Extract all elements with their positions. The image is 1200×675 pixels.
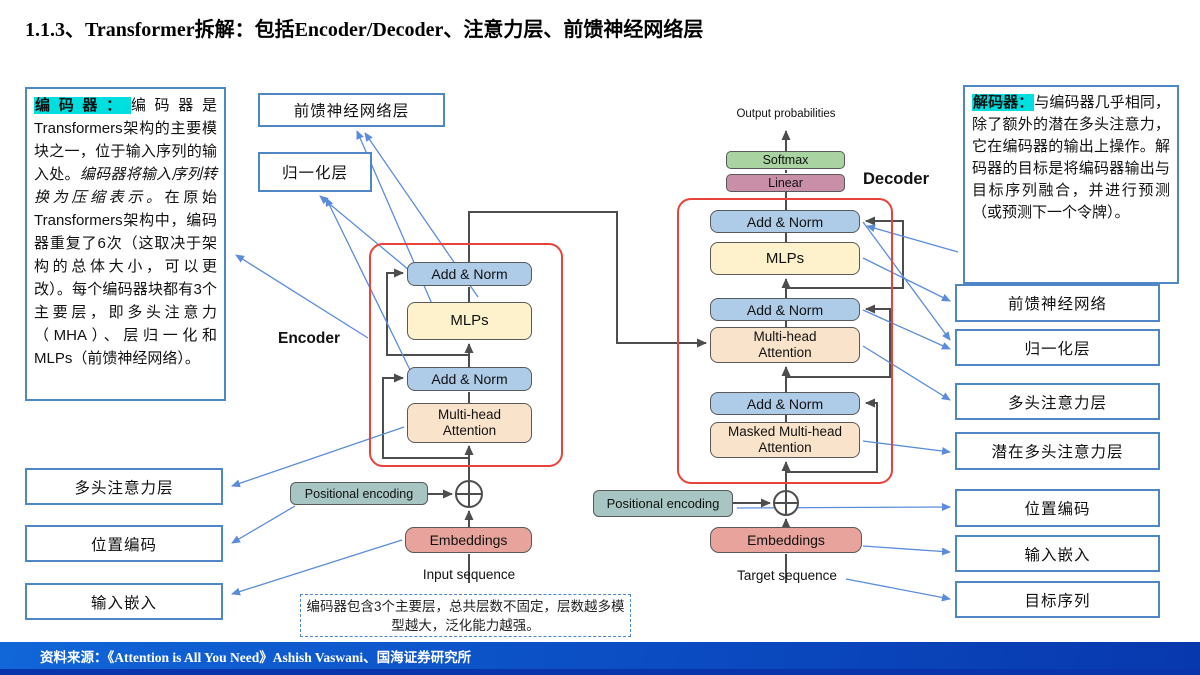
label-input-embedding-right: 输入嵌入 <box>955 535 1160 572</box>
page-title: 1.1.3、Transformer拆解：包括Encoder/Decoder、注意… <box>25 19 704 41</box>
decoder-softmax: Softmax <box>726 151 845 169</box>
bottom-note: 编码器包含3个主要层，总共层数不固定，层数越多模型越大，泛化能力越强。 <box>300 594 631 637</box>
label-multihead-attention-left: 多头注意力层 <box>25 468 223 505</box>
decoder-highlight: 解码器： <box>972 94 1035 111</box>
decoder-add-norm-middle: Add & Norm <box>710 298 860 321</box>
decoder-embeddings: Embeddings <box>710 527 862 553</box>
decoder-positional-encoding: Positional encoding <box>593 490 733 517</box>
decoder-mlps: MLPs <box>710 242 860 275</box>
encoder-stack-outline <box>369 243 563 467</box>
source-note: 资料来源：《Attention is All You Need》Ashish V… <box>40 649 472 665</box>
label-normalization-layer: 归一化层 <box>258 152 372 192</box>
label-positional-encoding-right: 位置编码 <box>955 489 1160 527</box>
encoder-mlps: MLPs <box>407 302 532 340</box>
decoder-description-text: 与编码器几乎相同，除了额外的潜在多头注意力，它在编码器的输出上操作。解码器的目标… <box>972 94 1170 221</box>
encoder-multihead-attention: Multi-head Attention <box>407 403 532 443</box>
footer-bar: 资料来源：《Attention is All You Need》Ashish V… <box>0 642 1200 669</box>
encoder-description-text: 编码器是Transformers架构的主要模块之一，位于输入序列的输入处。 <box>34 97 217 183</box>
encoder-description-italic: 编码器将输入序列转换为压缩表示。 <box>34 166 217 206</box>
encoder-positional-encoding: Positional encoding <box>290 482 428 505</box>
decoder-masked-multihead-attention: Masked Multi-head Attention <box>710 422 860 458</box>
label-multihead-attention-right: 多头注意力层 <box>955 383 1160 420</box>
decoder-add-norm-bottom: Add & Norm <box>710 392 860 415</box>
encoder-description-panel: 编码器：编码器是Transformers架构的主要模块之一，位于输入序列的输入处… <box>25 87 226 401</box>
decoder-target-sequence: Target sequence <box>737 568 837 583</box>
decoder-multihead-attention: Multi-head Attention <box>710 327 860 363</box>
encoder-description-text2: 在原始Transformers架构中，编码器重复了6次（这取决于架构的总体大小，… <box>34 189 217 367</box>
decoder-description-panel: 解码器：与编码器几乎相同，除了额外的潜在多头注意力，它在编码器的输出上操作。解码… <box>963 85 1179 284</box>
decoder-linear: Linear <box>726 174 845 192</box>
label-target-sequence-right: 目标序列 <box>955 581 1160 618</box>
decoder-label: Decoder <box>863 170 930 188</box>
label-input-embedding-left: 输入嵌入 <box>25 583 223 620</box>
encoder-highlight: 编码器： <box>34 97 131 114</box>
label-masked-multihead-attention-right: 潜在多头注意力层 <box>955 432 1160 470</box>
encoder-input-sequence: Input sequence <box>422 567 516 582</box>
encoder-add-norm-top: Add & Norm <box>407 262 532 286</box>
decoder-stack-outline <box>677 198 893 484</box>
label-positional-encoding-left: 位置编码 <box>25 525 223 562</box>
label-feedforward-right: 前馈神经网络 <box>955 284 1160 322</box>
label-normalization-right: 归一化层 <box>955 329 1160 366</box>
encoder-add-norm-bottom: Add & Norm <box>407 367 532 391</box>
footer-strip <box>0 669 1200 675</box>
decoder-add-norm-top: Add & Norm <box>710 210 860 233</box>
encoder-label: Encoder <box>278 330 341 347</box>
encoder-embeddings: Embeddings <box>405 527 532 553</box>
label-feedforward-layer: 前馈神经网络层 <box>258 93 445 127</box>
decoder-output-probabilities: Output probabilities <box>736 108 836 120</box>
